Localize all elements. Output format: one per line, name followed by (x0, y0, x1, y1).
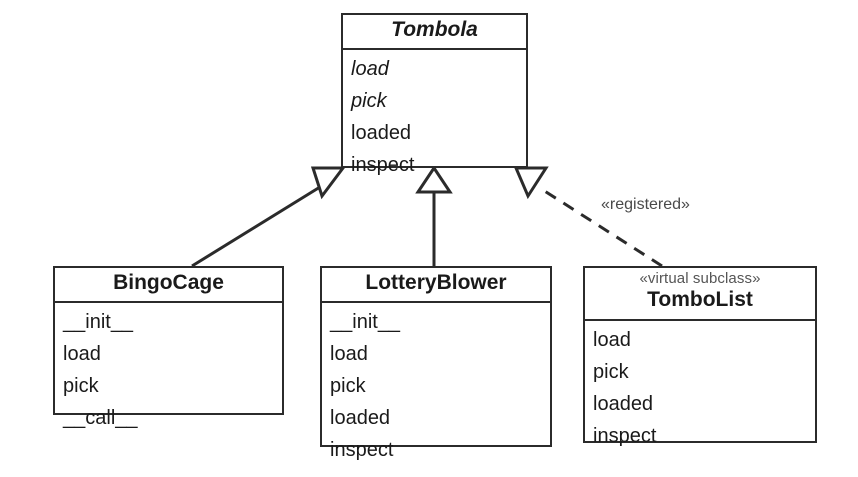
member-inspect: inspect (351, 154, 415, 176)
class-members-tombola: load pick loaded inspect (343, 50, 526, 181)
member-loaded: loaded (593, 393, 654, 415)
class-header-lotteryblower: LotteryBlower (322, 268, 550, 303)
member-pick: pick (351, 90, 387, 112)
class-header-tombolist: «virtual subclass» TomboList (585, 268, 815, 321)
member-pick: pick (330, 375, 366, 397)
edge-lotteryblower-to-tombola (415, 165, 453, 266)
member-pick: pick (63, 375, 99, 397)
class-name-tombola: Tombola (391, 18, 478, 41)
class-header-bingocage: BingoCage (55, 268, 282, 303)
class-box-tombolist[interactable]: «virtual subclass» TomboList load pick l… (583, 266, 817, 447)
class-box-lotteryblower[interactable]: LotteryBlower __init__ load pick loaded … (320, 266, 552, 461)
class-members-bingocage: __init__ load pick __call__ (55, 303, 282, 434)
member-inspect: inspect (330, 439, 394, 461)
member-inspect: inspect (593, 425, 657, 447)
class-box-tombola[interactable]: Tombola load pick loaded inspect (341, 13, 528, 176)
class-name-lotteryblower: LotteryBlower (365, 271, 507, 294)
edge-tombolist-to-tombola (513, 166, 663, 268)
class-members-tombolist: load pick loaded inspect (585, 321, 815, 452)
class-header-tombola: Tombola (343, 15, 526, 50)
member-load: load (593, 329, 631, 351)
member-load: load (351, 58, 389, 80)
class-name-bingocage: BingoCage (113, 271, 224, 294)
member-load: load (330, 343, 368, 365)
class-members-lotteryblower: __init__ load pick loaded inspect (322, 303, 550, 466)
member-loaded: loaded (351, 122, 412, 144)
generalization-line-bingocage (191, 185, 321, 268)
edge-label-registered: «registered» (601, 196, 690, 213)
hollow-triangle-arrowhead-bingocage (310, 166, 346, 200)
edge-bingocage-to-tombola (191, 166, 346, 268)
member-loaded: loaded (330, 407, 391, 429)
member-init: __init__ (63, 311, 134, 333)
class-stereotype-tombolist: «virtual subclass» (639, 270, 761, 287)
class-box-bingocage[interactable]: BingoCage __init__ load pick __call__ (53, 266, 284, 429)
member-pick: pick (593, 361, 629, 383)
member-load: load (63, 343, 101, 365)
member-init: __init__ (330, 311, 401, 333)
class-name-tombolist: TomboList (647, 288, 753, 311)
member-call: __call__ (63, 407, 138, 429)
